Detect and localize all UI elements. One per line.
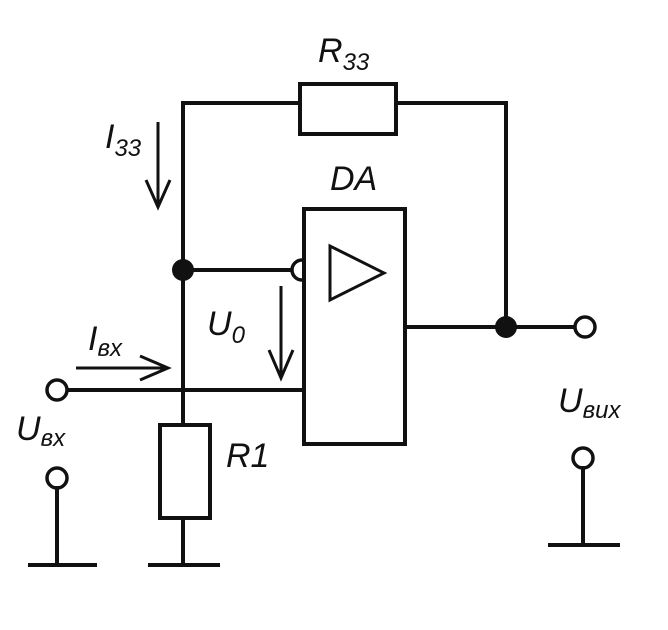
resistor-r33 <box>298 82 398 136</box>
label-da: DA <box>330 160 377 198</box>
label-i33: I33 <box>105 118 142 162</box>
label-uin: Uвх <box>16 410 66 452</box>
junction-node-input <box>172 259 194 281</box>
input-terminal <box>45 378 69 402</box>
label-r1: R1 <box>226 437 269 475</box>
input-ground-terminal <box>45 466 69 490</box>
label-uout: Uвих <box>558 382 621 424</box>
label-r33: R33 <box>318 32 370 76</box>
label-iin: Iвх <box>88 320 123 362</box>
junction-node-output <box>495 316 517 338</box>
current-arrow-iin <box>76 354 172 382</box>
current-arrow-i33 <box>144 122 172 211</box>
resistor-r1 <box>158 423 212 520</box>
opamp-triangle-symbol <box>328 243 388 303</box>
feedback-wire <box>181 101 508 392</box>
output-terminal <box>573 315 597 339</box>
label-u0: U0 <box>207 305 246 349</box>
voltage-arrow-u0 <box>267 286 295 382</box>
opamp-da <box>302 207 407 446</box>
output-ground-terminal <box>571 446 595 470</box>
